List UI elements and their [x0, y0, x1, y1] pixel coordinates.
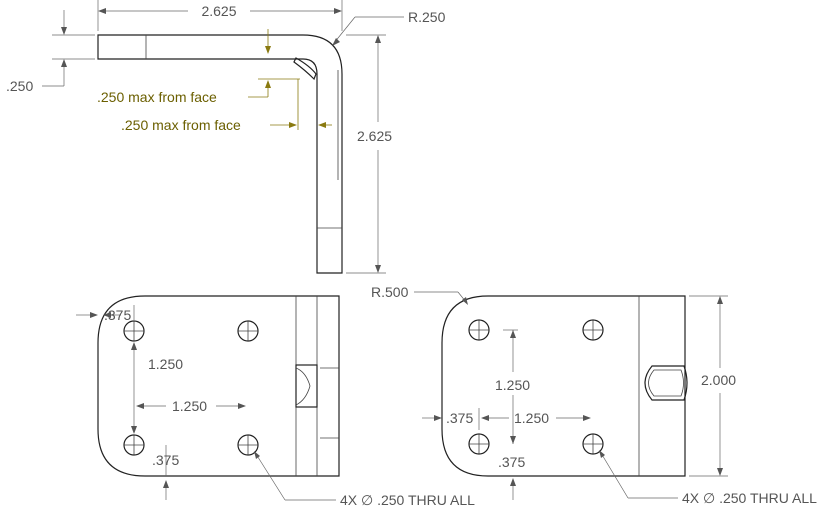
dim-vertical-spacing-right: 1.250 — [495, 377, 530, 393]
note-max-from-face-vertical: .250 max from face — [97, 89, 217, 105]
hole-callout-right: 4X ∅ .250 THRU ALL — [682, 490, 817, 506]
dim-width-2625: 2.625 — [201, 3, 236, 19]
dimple-slot — [644, 365, 688, 401]
dim-bottom-offset-right: .375 — [498, 454, 525, 470]
dimple-side-view — [295, 364, 318, 408]
hole — [468, 319, 490, 341]
front-view-left: .375 1.250 1.250 .375 4X ∅ .250 THRU ALL — [76, 295, 475, 508]
hole — [582, 433, 604, 455]
dim-radius-r250: R.250 — [408, 9, 446, 25]
front-view-right: R.500 2.000 1.250 .375 1.250 .375 — [371, 284, 817, 506]
dim-horizontal-spacing-left: 1.250 — [172, 398, 207, 414]
dimple-feature — [293, 57, 317, 81]
dim-edge-offset-left: .375 — [104, 307, 131, 323]
hole — [123, 434, 145, 456]
dim-thickness-250: .250 — [6, 78, 33, 94]
dim-edge-offset-right: .375 — [446, 410, 473, 426]
dim-corner-radius-r500: R.500 — [371, 284, 409, 300]
plate-outline-left — [97, 295, 340, 477]
dim-height-2000: 2.000 — [701, 372, 736, 388]
hole — [237, 434, 259, 456]
hole — [582, 319, 604, 341]
hole — [468, 433, 490, 455]
hole — [123, 320, 145, 342]
note-max-from-face-horizontal: .250 max from face — [121, 117, 241, 133]
plate-outline-right — [441, 295, 686, 477]
dim-height-2625: 2.625 — [357, 128, 392, 144]
dim-bottom-offset-left: .375 — [152, 452, 179, 468]
bracket-profile — [97, 34, 343, 274]
side-view: 2.625 R.250 .250 .250 max from face .250… — [6, 0, 446, 274]
hole — [237, 320, 259, 342]
dim-horizontal-spacing-right: 1.250 — [514, 410, 549, 426]
dim-vertical-spacing-left: 1.250 — [148, 356, 183, 372]
hole-callout-left: 4X ∅ .250 THRU ALL — [340, 492, 475, 508]
